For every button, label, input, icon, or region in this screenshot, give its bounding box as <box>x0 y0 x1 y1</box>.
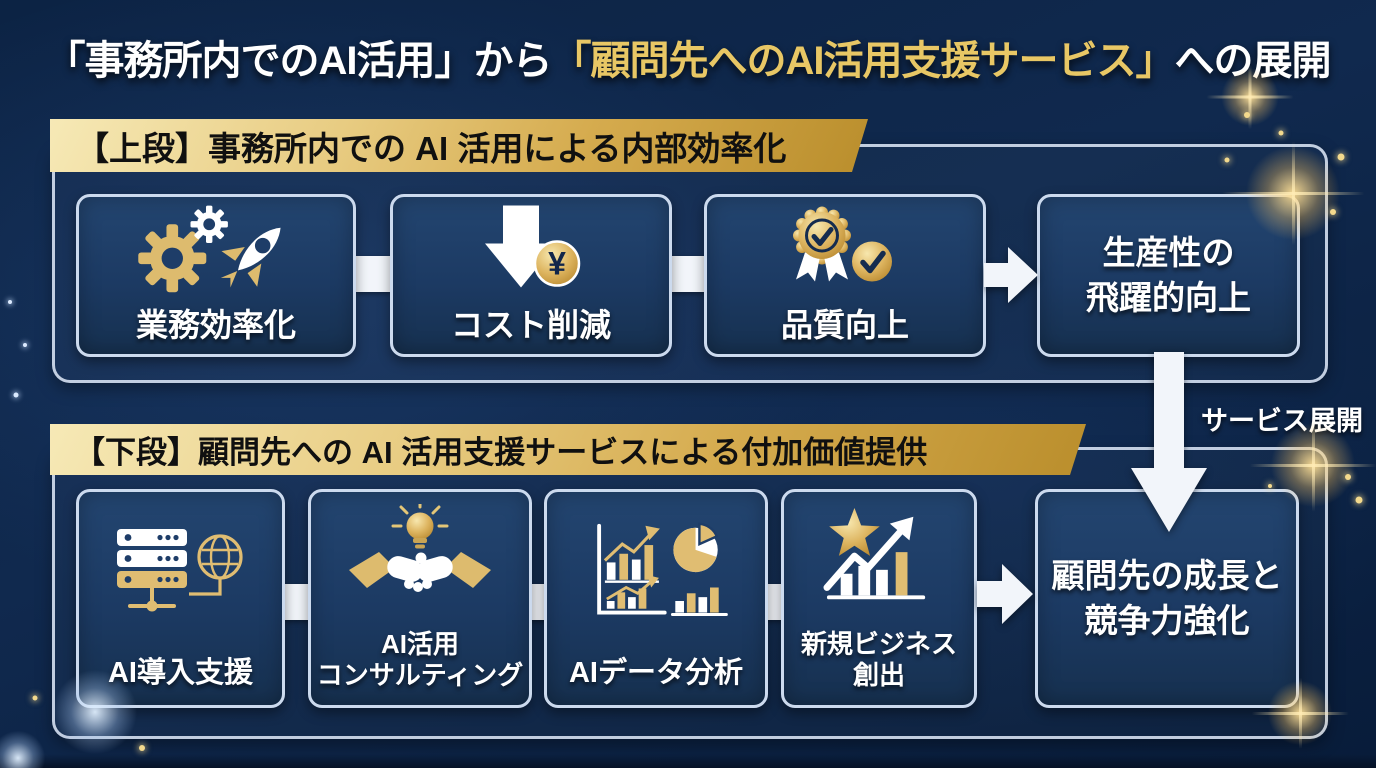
lower-box-new-business-label-line2: 創出 <box>852 659 905 690</box>
yen-symbol: ¥ <box>548 246 566 282</box>
upper-result-box: 生産性の 飛躍的向上 <box>1037 194 1300 357</box>
sparkle-dot <box>1278 130 1284 136</box>
service-deploy-label: サービス展開 <box>1201 406 1363 436</box>
icon-area <box>707 197 983 306</box>
title-part-1: 「事務所内でのAI活用」から <box>45 39 553 83</box>
lower-result-line2: 競争力強化 <box>1084 601 1250 639</box>
lower-box-consulting: AI活用 コンサルティング <box>308 489 532 708</box>
lower-box-data-analysis: AIデータ分析 <box>544 489 768 708</box>
icon-area <box>311 492 529 629</box>
lower-result-line1: 顧問先の成長と <box>1051 556 1283 594</box>
flow-connector <box>528 584 548 620</box>
upper-section-header: 【上段】事務所内での AI 活用による内部効率化 <box>76 129 787 167</box>
star-growth-icon <box>823 508 926 600</box>
sparkle-dot <box>1337 153 1345 161</box>
upper-result-line1: 生産性の <box>1102 233 1235 271</box>
sparkle-dot <box>23 343 27 347</box>
bulb-handshake-icon <box>349 504 491 593</box>
page-title: 「事務所内でのAI活用」から「顧問先へのAI活用支援サービス」への展開 <box>0 28 1376 86</box>
bottom-shade <box>0 754 1376 768</box>
upper-section-banner: 【上段】事務所内での AI 活用による内部効率化 <box>50 119 868 172</box>
sparkle-dot <box>1244 112 1250 118</box>
title-part-2-gold: 「顧問先へのAI活用支援サービス」 <box>551 39 1176 83</box>
icon-area <box>784 492 974 629</box>
icon-area <box>547 492 765 656</box>
upper-box-efficiency-label: 業務効率化 <box>135 306 296 343</box>
right-arrow-icon <box>984 247 1038 303</box>
lower-box-new-business-label-line1: 新規ビジネス <box>800 628 957 659</box>
lower-box-consulting-label-line2: コンサルティング <box>316 659 524 690</box>
upper-box-cost: ¥ コスト削減 <box>390 194 672 357</box>
upper-result-line2: 飛躍的向上 <box>1086 278 1251 316</box>
flow-connector <box>283 584 310 620</box>
lower-box-new-business: 新規ビジネス 創出 <box>781 489 977 708</box>
medal-check-icon <box>793 206 892 282</box>
lower-section-banner: 【下段】顧問先への AI 活用支援サービスによる付加価値提供 <box>50 424 1086 475</box>
icon-area: ¥ <box>393 197 669 306</box>
lower-section-header: 【下段】顧問先への AI 活用支援サービスによる付加価値提供 <box>74 435 928 470</box>
flow-connector <box>356 256 392 292</box>
sparkle-dot <box>32 695 38 701</box>
sparkle-dot <box>1355 496 1363 504</box>
flow-connector <box>670 256 706 292</box>
lower-box-ai-intro: AI導入支援 <box>76 489 285 708</box>
upper-box-quality: 品質向上 <box>704 194 986 357</box>
sparkle-dot <box>139 745 145 751</box>
flow-connector <box>765 584 785 620</box>
icon-area <box>79 492 282 656</box>
lower-box-ai-intro-label: AI導入支援 <box>107 657 253 690</box>
down-arrow-yen-icon: ¥ <box>485 205 581 288</box>
right-arrow-icon <box>977 564 1033 624</box>
sparkle-dot <box>1345 474 1351 480</box>
sparkle-dot <box>13 392 19 398</box>
lower-box-consulting-label-line1: AI活用 <box>380 628 459 659</box>
sparkle-dot <box>1330 209 1336 215</box>
server-globe-icon <box>117 529 243 612</box>
upper-box-efficiency: 業務効率化 <box>76 194 356 357</box>
sparkle-dot <box>8 300 12 304</box>
icon-area <box>79 197 353 306</box>
down-arrow-icon <box>1131 352 1207 532</box>
upper-box-quality-label: 品質向上 <box>780 306 909 343</box>
title-part-3: への展開 <box>1174 39 1332 83</box>
upper-box-cost-label: コスト削減 <box>450 306 611 343</box>
data-analytics-icon <box>596 522 728 617</box>
lower-box-data-analysis-label: AIデータ分析 <box>568 657 743 690</box>
gears-rocket-icon <box>138 205 281 293</box>
